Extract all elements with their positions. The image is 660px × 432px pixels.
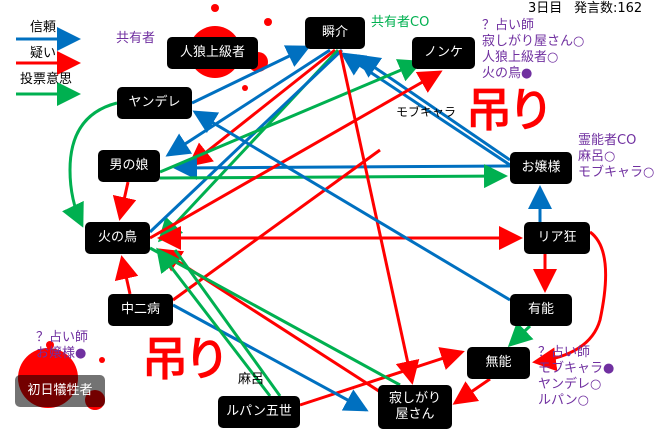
- legend-doubt-label: 疑い: [30, 46, 57, 61]
- node-jinro[interactable]: 人狼上級者: [167, 37, 258, 69]
- post-count: 発言数:162: [574, 1, 643, 16]
- node-otokonoko[interactable]: 男の娘: [98, 150, 160, 182]
- hanged-name-top: モブキャラ: [396, 105, 457, 119]
- hanged-mark-top: 吊り: [466, 83, 554, 137]
- node-munou[interactable]: 無能: [467, 347, 530, 379]
- legend-vote-label: 投票意思: [20, 72, 73, 87]
- node-riakyou[interactable]: リア狂: [524, 222, 590, 254]
- note-kyouyuu-co: 共有者CO: [371, 15, 430, 30]
- legend-trust-label: 信頼: [30, 20, 57, 35]
- node-hinotori[interactable]: 火の鳥: [85, 222, 150, 254]
- note-kyouyuu: 共有者: [116, 31, 156, 46]
- node-sabishigari[interactable]: 寂しがり屋さん: [378, 385, 452, 429]
- node-lupin[interactable]: ルパン五世: [218, 396, 300, 428]
- node-shunsuke[interactable]: 瞬介: [305, 17, 365, 49]
- day-label: 3日目: [528, 1, 563, 16]
- note-seer-bottom-right: ？占い師モブキャラ●ヤンデレ○ルパン○: [538, 345, 615, 408]
- node-nonke[interactable]: ノンケ: [412, 37, 475, 69]
- note-seer-bottom-left: ？占い師お嬢様●: [36, 330, 89, 361]
- hanged-mark-bottom: 吊り: [142, 332, 230, 386]
- hanged-name-bottom: 麻呂: [238, 372, 265, 387]
- node-chuunibyou[interactable]: 中二病: [108, 294, 173, 326]
- node-yuunou[interactable]: 有能: [510, 294, 572, 326]
- note-seer-top: ？占い師寂しがり屋さん○人狼上級者○火の鳥●: [482, 18, 585, 81]
- node-ojousama[interactable]: お嬢様: [510, 152, 572, 184]
- node-shonichi[interactable]: 初日犠牲者: [15, 375, 105, 407]
- node-yandere[interactable]: ヤンデレ: [117, 87, 192, 119]
